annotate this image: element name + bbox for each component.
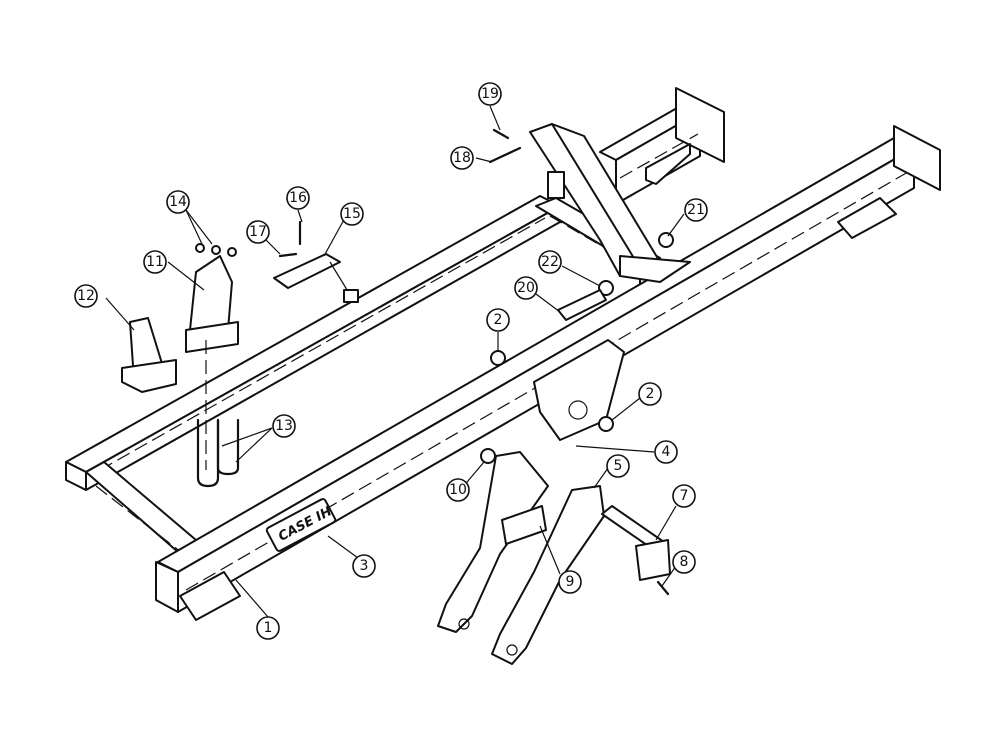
svg-text:4: 4 [662,444,671,460]
svg-text:15: 15 [343,206,361,222]
svg-text:22: 22 [541,254,559,270]
callout-17: 17 [246,220,270,244]
svg-text:18: 18 [453,150,471,166]
svg-text:10: 10 [449,482,467,498]
rear-rail [65,195,561,491]
callout-15: 15 [340,202,364,226]
callout-19: 19 [478,82,502,106]
svg-text:1: 1 [264,620,273,636]
svg-text:19: 19 [481,86,499,102]
callout-12: 12 [74,284,98,308]
svg-text:16: 16 [289,190,307,206]
leader-lines [105,105,685,618]
cross-member-front [85,461,197,557]
callout-10: 10 [446,478,470,502]
bracket-11 [185,255,239,470]
callout-2-right: 2 [638,382,662,406]
nuts-hardware [195,128,674,596]
svg-text:2: 2 [646,386,655,402]
svg-text:17: 17 [249,224,267,240]
callout-8: 8 [672,550,696,574]
callout-2-upper: 2 [486,308,510,332]
callout-16: 16 [286,186,310,210]
callout-3: 3 [352,554,376,578]
callout-18: 18 [450,146,474,170]
svg-text:7: 7 [680,488,689,504]
svg-text:20: 20 [517,280,535,296]
bracket-15 [273,253,359,303]
hitch-tower [529,123,691,283]
svg-text:5: 5 [614,458,623,474]
svg-text:8: 8 [680,554,689,570]
svg-text:3: 3 [360,558,369,574]
callout-9: 9 [558,570,582,594]
svg-text:2: 2 [494,312,503,328]
svg-text:12: 12 [77,288,95,304]
svg-text:11: 11 [146,254,164,270]
callout-21: 21 [684,198,708,222]
rail-bracket-right [837,197,897,239]
callout-14: 14 [166,190,190,214]
upper-right-tube [599,87,725,205]
svg-text:9: 9 [566,574,575,590]
callout-11: 11 [143,250,167,274]
svg-text:14: 14 [169,194,187,210]
hitch-pin [601,505,671,581]
hitch-arms [437,451,605,665]
callout-1: 1 [256,616,280,640]
callout-20: 20 [514,276,538,300]
svg-text:21: 21 [687,202,705,218]
u-bolts-13 [196,418,240,488]
svg-text:13: 13 [275,418,293,434]
callout-22: 22 [538,250,562,274]
callout-13: 13 [272,414,296,438]
rail-bracket-front-left [179,571,241,621]
callout-4: 4 [654,440,678,464]
callout-5: 5 [606,454,630,478]
callout-7: 7 [672,484,696,508]
bracket-12 [121,317,177,393]
